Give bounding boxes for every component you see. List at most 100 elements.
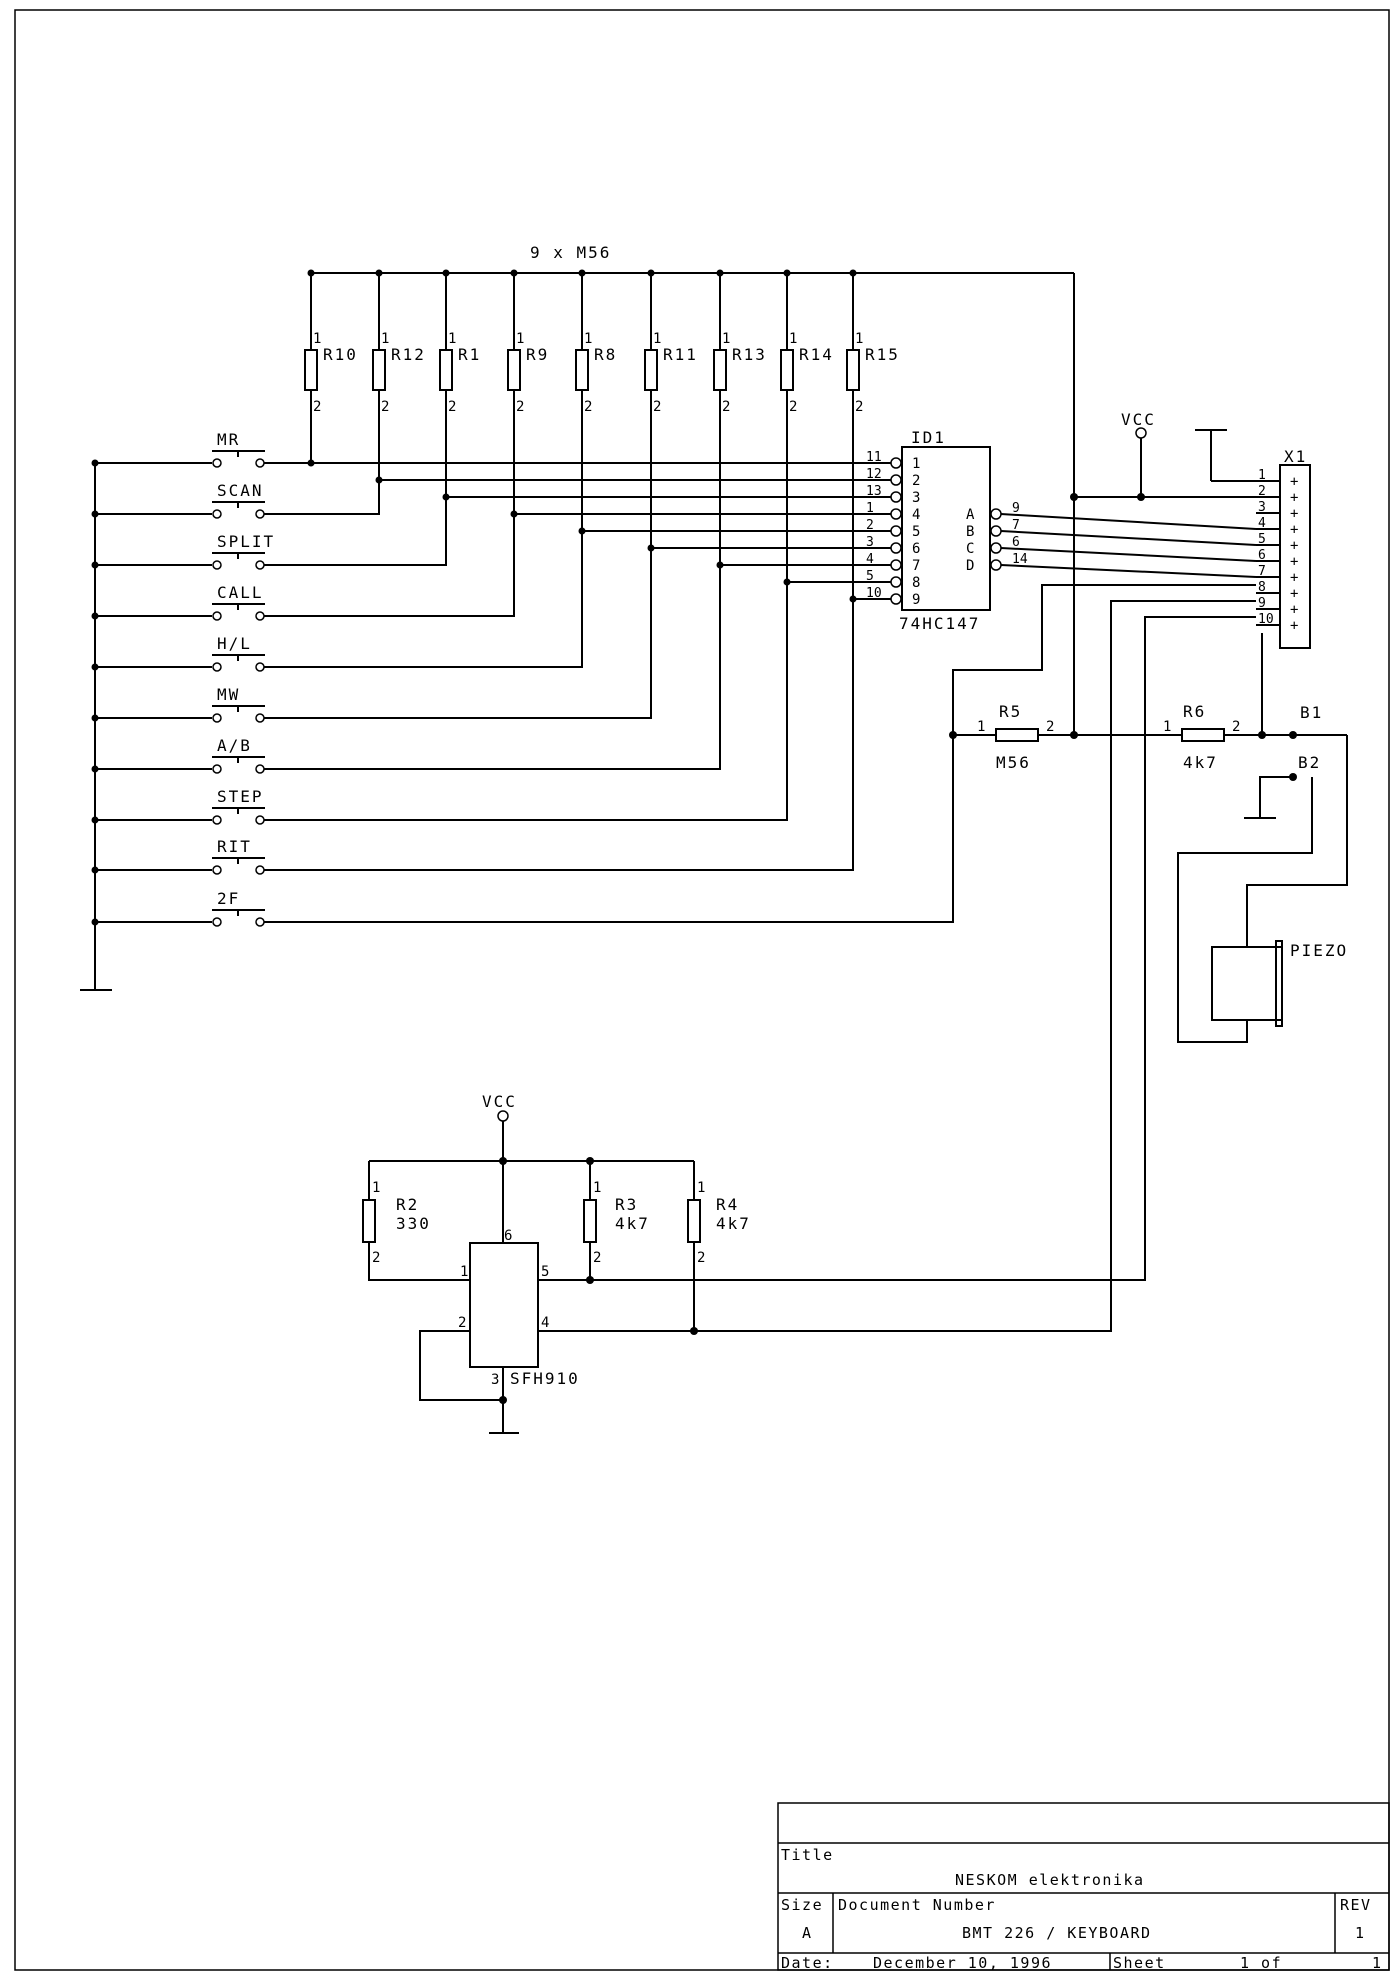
resistor-pin1: 1 (516, 331, 524, 347)
piezo-label: PIEZO (1290, 941, 1348, 960)
resistor-ref: R15 (865, 345, 900, 364)
svg-text:2: 2 (458, 1315, 466, 1331)
switch-label: 2F (217, 889, 240, 908)
x1-pin: 9+ (1256, 596, 1298, 618)
inverting-bubble (890, 474, 902, 486)
encoder-input-index: 6 (912, 541, 920, 557)
resistor-pin2: 2 (448, 399, 456, 415)
x1-pin-number: 7 (1258, 564, 1266, 579)
r3-value: 4k7 (615, 1214, 650, 1233)
switch-contact (255, 458, 265, 468)
inverting-bubble (890, 576, 902, 588)
encoder-part: 74HC147 (899, 614, 980, 633)
switch-label: A/B (217, 736, 252, 755)
switch-contact (212, 713, 222, 723)
svg-text:1: 1 (460, 1264, 468, 1280)
junction-dot (716, 561, 724, 569)
switch-contact (212, 560, 222, 570)
resistor-pin2: 2 (584, 399, 592, 415)
x1-pin-number: 9 (1258, 596, 1266, 611)
encoder-input-index: 2 (912, 473, 920, 489)
resistor-ref: R14 (799, 345, 834, 364)
switch-wire-right (264, 390, 854, 871)
resistor-body (846, 349, 860, 391)
r4-resistor: 1 2 R4 4k7 (687, 1161, 749, 1335)
switch-row: SPLIT (91, 532, 275, 570)
x1-pin: 4+ (1256, 516, 1298, 538)
junction-dot (647, 544, 655, 552)
switch-signal-wire (264, 390, 515, 617)
switch-contact (255, 560, 265, 570)
x1-pin-mark: + (1290, 554, 1298, 570)
resistor-columns: 12R1012R1212R112R912R812R1112R1312R1412R… (304, 269, 900, 870)
encoder-input-index: 4 (912, 507, 920, 523)
switch-row: SCAN (91, 481, 265, 519)
encoder-to-x1-wire (1000, 530, 1257, 546)
connector-x1: X1 (1279, 447, 1311, 649)
r4-ref: R4 (716, 1195, 739, 1214)
x1-pin7-wire (952, 584, 1256, 735)
switch-contact (255, 815, 265, 825)
svg-text:1: 1 (372, 1180, 380, 1196)
encoder-input-index: 8 (912, 575, 920, 591)
junction-dot (307, 459, 315, 467)
vcc-bottom-label: VCC (482, 1092, 517, 1111)
encoder-pin-number: 13 (866, 484, 882, 499)
switch-contact (212, 611, 222, 621)
junction-dot (375, 476, 383, 484)
x1-pin-mark: + (1290, 618, 1298, 634)
optocoupler-part: SFH910 (510, 1369, 580, 1388)
svg-text:2: 2 (697, 1250, 705, 1266)
vcc-top-label: VCC (1121, 410, 1156, 429)
title-block: Title NESKOM elektronika Size A Document… (777, 1802, 1390, 1972)
resistor-body (372, 349, 386, 391)
date-label: Date: (781, 1954, 834, 1972)
switch-label: SCAN (217, 481, 264, 500)
switch-contact (212, 509, 222, 519)
r6-resistor: R6 4k7 1 2 (1163, 702, 1347, 772)
resistor-array-label: 9 x M56 (530, 243, 611, 262)
switch-signal-wire (264, 735, 954, 923)
x1-pin: 7+ (1256, 564, 1298, 586)
switch-signal-wire (264, 390, 788, 821)
resistor-ref: R11 (663, 345, 698, 364)
sheet-label: Sheet (1113, 1954, 1166, 1972)
x1-pin: 6+ (1256, 548, 1298, 570)
resistor-pin2: 2 (313, 399, 321, 415)
piezo-buzzer: PIEZO (1211, 940, 1348, 1027)
x1-pin-mark: + (1290, 570, 1298, 586)
encoder-output-label: A (966, 507, 975, 523)
x1-pin-mark: + (1290, 586, 1298, 602)
x1-pin-number: 6 (1258, 548, 1266, 563)
resistor-pin2: 2 (653, 399, 661, 415)
x1-pin-mark: + (1290, 506, 1298, 522)
resistor-ref: R8 (594, 345, 617, 364)
x1-pin-mark: + (1290, 474, 1298, 490)
encoder-ic: ID1 74HC147 (899, 428, 991, 633)
encoder-input-index: 3 (912, 490, 920, 506)
resistor-ref: R12 (391, 345, 426, 364)
x1-pin-mark: + (1290, 602, 1298, 618)
r2-value: 330 (396, 1214, 431, 1233)
title-value: NESKOM elektronika (955, 1871, 1145, 1889)
switch-row: CALL (91, 583, 265, 621)
ground-symbol-connector (1195, 429, 1256, 482)
date-value: December 10, 1996 (873, 1954, 1052, 1972)
switch-wire-right (264, 390, 515, 617)
switch-label: SPLIT (217, 532, 275, 551)
resistor-ref: R9 (526, 345, 549, 364)
x1-pin: 5+ (1256, 532, 1298, 554)
rev-label: REV (1340, 1896, 1372, 1914)
switch-signal-wire (264, 390, 380, 515)
encoder-output-label: D (966, 558, 974, 574)
svg-text:5: 5 (541, 1264, 549, 1280)
resistor-body (713, 349, 727, 391)
b1-terminal: B1 (1246, 703, 1348, 947)
